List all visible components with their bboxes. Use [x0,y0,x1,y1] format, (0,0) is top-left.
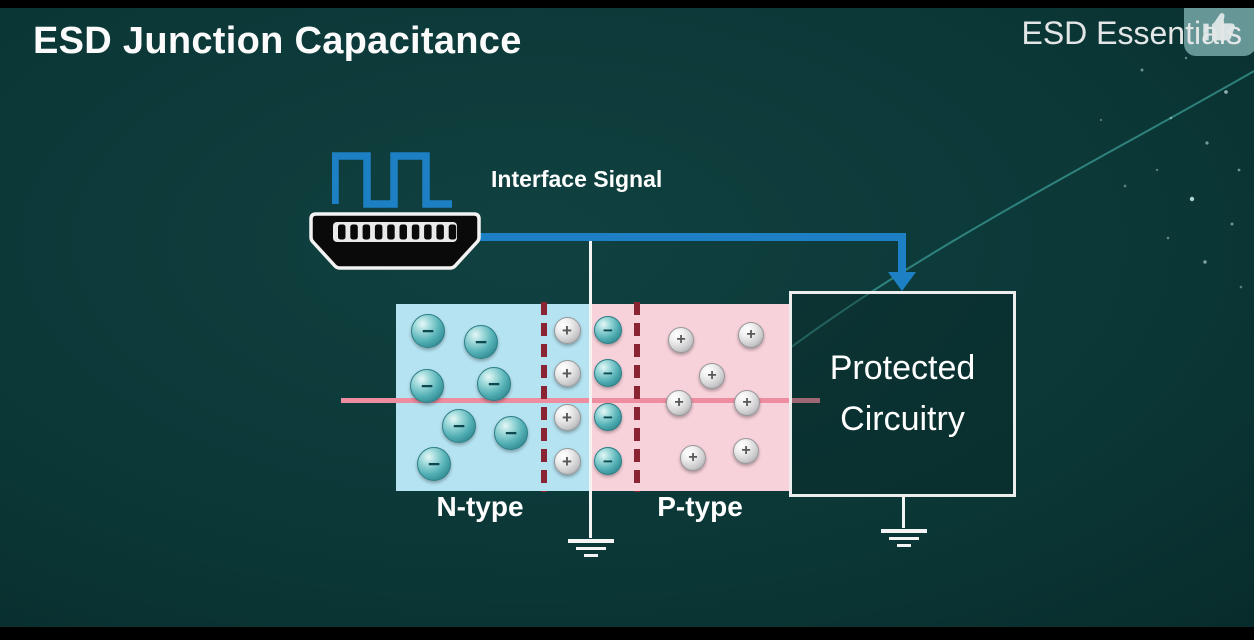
hdmi-pins [338,224,457,240]
ground-line [881,529,927,533]
ground-line [568,539,614,543]
thumbs-up-icon[interactable] [1184,0,1254,56]
signal-trace-horizontal [479,233,906,241]
star-dots [1099,56,1243,289]
letterbox-top [0,0,1254,8]
signal-arrowhead-icon [888,272,916,291]
protected-label-line1: Protected [829,349,976,387]
ground-symbol-box [881,529,927,547]
letterbox-bottom [0,627,1254,640]
ground-line [897,544,911,547]
ground-line [889,537,919,540]
square-wave-icon [332,152,452,208]
brand-label: ESD Essentials [1021,15,1242,51]
ground-line [576,547,606,550]
depletion-boundary-right [634,302,640,492]
thumbs-up-glyph [1203,13,1235,41]
field-line [341,398,820,403]
protected-label-line2: Circuitry [840,400,965,438]
hdmi-connector-icon [309,212,481,270]
ground-line [584,554,598,557]
n-type-label: N-type [436,491,524,522]
junction-line [589,241,592,538]
ground-stem-box [902,497,905,528]
ground-symbol-junction [568,539,614,557]
protected-circuitry-box: Protected Circuitry [789,291,1016,497]
signal-trace-vertical [898,233,906,273]
interface-signal-label: Interface Signal [491,166,663,192]
page-title: ESD Junction Capacitance [33,20,522,62]
depletion-boundary-left [541,302,547,492]
p-type-label: P-type [657,491,743,522]
